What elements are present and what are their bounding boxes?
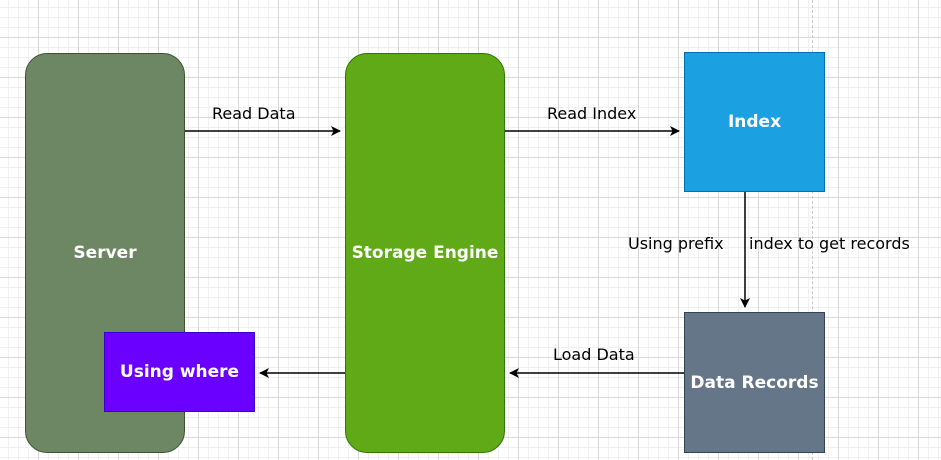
storage-engine-label: Storage Engine bbox=[351, 243, 499, 263]
data-records-label: Data Records bbox=[690, 372, 819, 393]
using-prefix-edge-label: Using prefix bbox=[628, 234, 724, 253]
load-data-edge-label: Load Data bbox=[553, 345, 635, 364]
index-to-get-records-edge-label: index to get records bbox=[749, 234, 910, 253]
index-label: Index bbox=[727, 112, 782, 132]
read-index-edge-label: Read Index bbox=[547, 104, 637, 123]
using-where-label: Using where bbox=[119, 362, 240, 382]
using-where-node[interactable]: Using where bbox=[104, 332, 255, 412]
data-records-node[interactable]: Data Records bbox=[684, 312, 825, 453]
page-boundary-line bbox=[812, 0, 813, 460]
read-data-edge-label: Read Data bbox=[212, 104, 296, 123]
server-label: Server bbox=[73, 243, 137, 263]
index-node[interactable]: Index bbox=[684, 52, 825, 192]
storage-engine-node[interactable]: Storage Engine bbox=[345, 53, 505, 453]
